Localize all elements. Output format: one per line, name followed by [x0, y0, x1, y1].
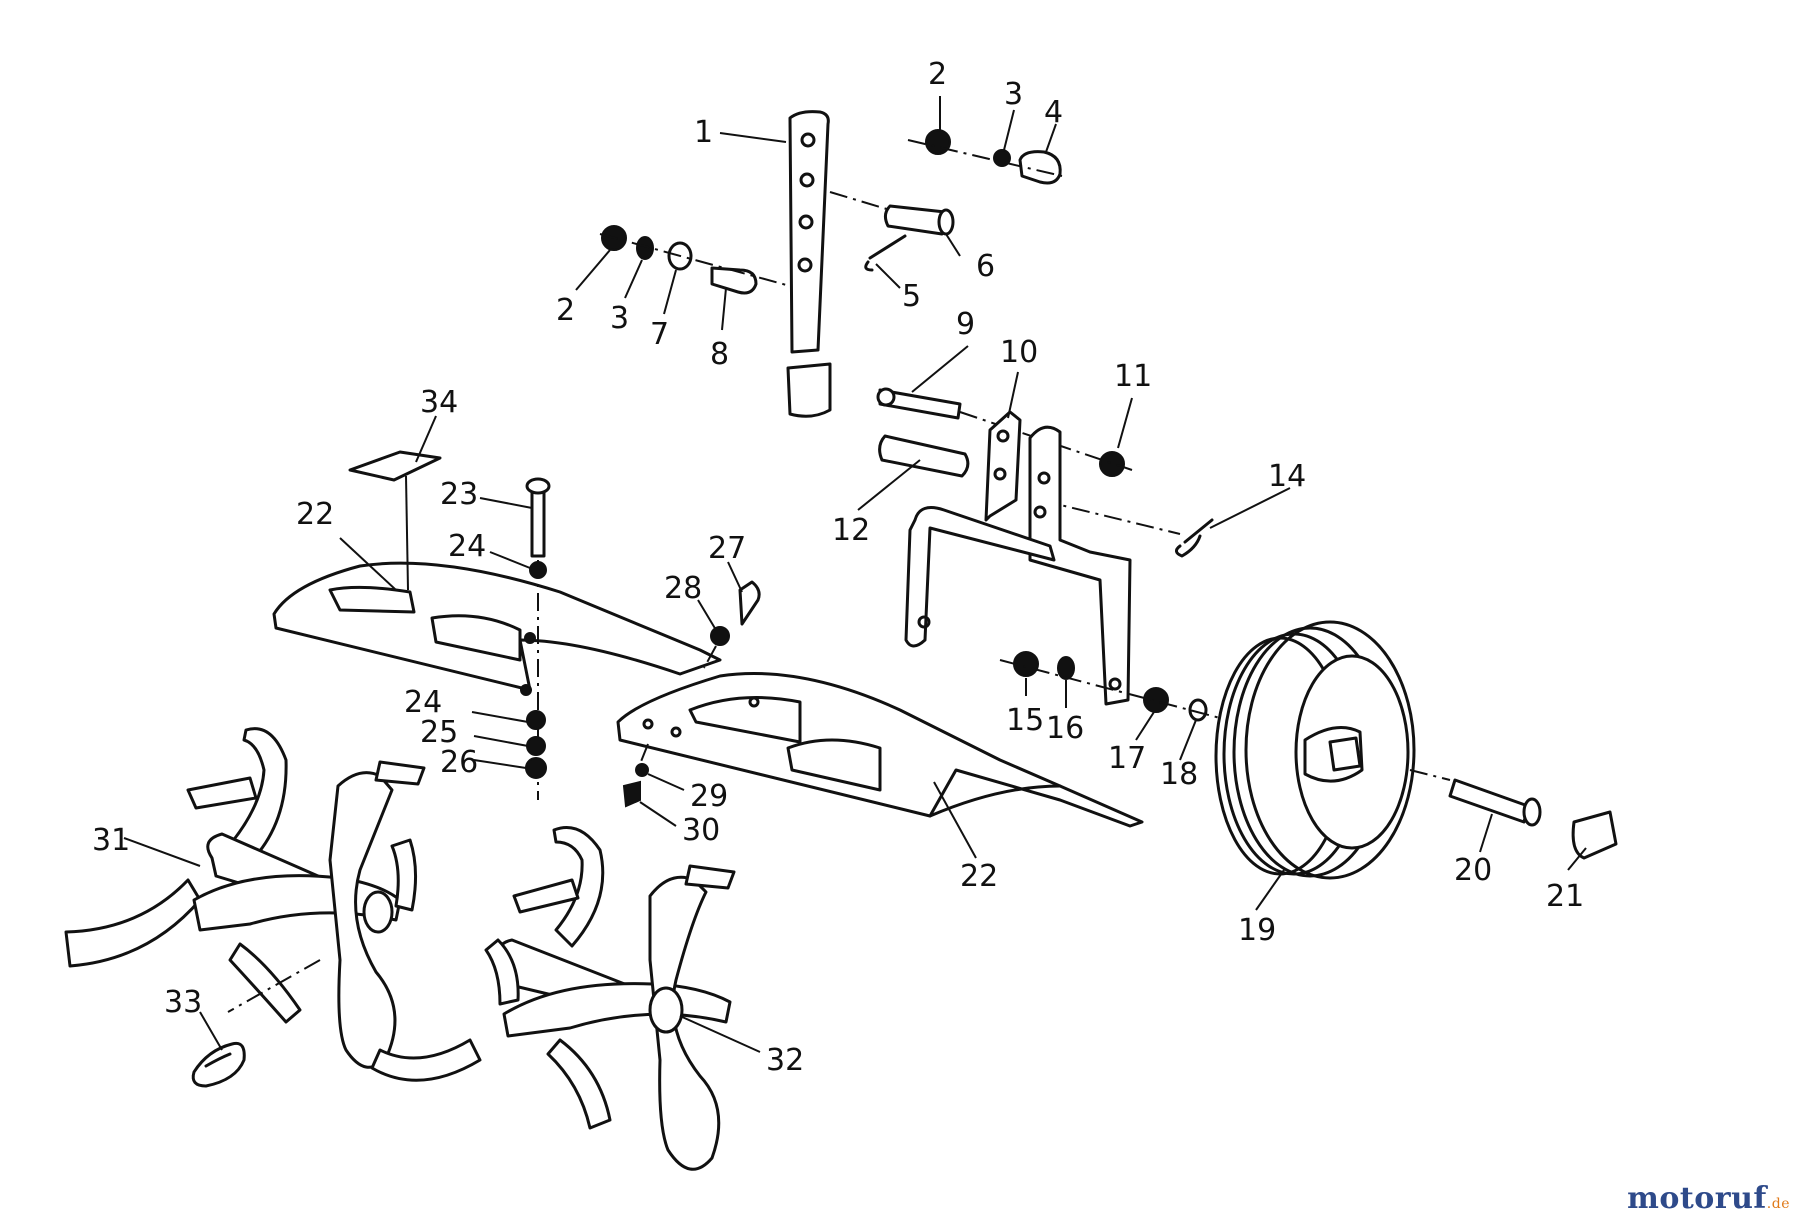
- label-3-top: 3: [1004, 77, 1023, 112]
- logo-brand-text: motoruf: [1627, 1181, 1767, 1216]
- label-32: 32: [766, 1043, 804, 1078]
- part-hardware-27-28: [703, 580, 761, 669]
- label-6: 6: [976, 249, 995, 284]
- label-2-top: 2: [928, 57, 947, 92]
- part-axle-bolt: [1409, 769, 1618, 860]
- part-bracket-assembly: [876, 387, 1214, 706]
- label-21: 21: [1546, 879, 1584, 914]
- label-29: 29: [690, 779, 728, 814]
- part-clip: [191, 1041, 246, 1088]
- part-numbers: 1 2 3 4 5 6 2 3 7 8 9 10 11 12 14 15 16 …: [92, 57, 1584, 1078]
- part-hardware-left: [599, 225, 791, 295]
- logo-suffix-text: .de: [1766, 1196, 1790, 1212]
- label-1: 1: [694, 115, 713, 150]
- label-17: 17: [1108, 741, 1146, 776]
- leader-lines: [123, 96, 1587, 1053]
- label-11: 11: [1114, 359, 1152, 394]
- label-14: 14: [1268, 459, 1306, 494]
- label-10: 10: [1000, 335, 1038, 370]
- label-19: 19: [1238, 913, 1276, 948]
- label-33: 33: [164, 985, 202, 1020]
- label-23: 23: [440, 477, 478, 512]
- label-2-left: 2: [556, 293, 575, 328]
- label-4: 4: [1044, 95, 1063, 130]
- label-25: 25: [420, 715, 458, 750]
- label-8: 8: [710, 337, 729, 372]
- label-9: 9: [956, 307, 975, 342]
- part-tine-shield: [272, 561, 1144, 828]
- part-adjustment-bar: [786, 110, 832, 418]
- label-5: 5: [902, 279, 921, 314]
- motoruf-logo: motoruf.de: [1627, 1181, 1790, 1216]
- label-15: 15: [1006, 703, 1044, 738]
- part-hardware-29-30: [622, 743, 649, 808]
- label-30: 30: [682, 813, 720, 848]
- part-tine-right: [370, 826, 736, 1171]
- label-3-left: 3: [610, 301, 629, 336]
- part-hardware-top: [907, 129, 1063, 185]
- label-26: 26: [440, 745, 478, 780]
- label-22-right: 22: [960, 859, 998, 894]
- label-27: 27: [708, 531, 746, 566]
- label-16: 16: [1046, 711, 1084, 746]
- label-31: 31: [92, 823, 130, 858]
- part-wheel-hardware: [999, 651, 1221, 722]
- part-sleeve-pin: [829, 191, 955, 272]
- part-label-plate: [348, 450, 442, 482]
- label-12: 12: [832, 513, 870, 548]
- label-24-top: 24: [448, 529, 486, 564]
- label-22-left: 22: [296, 497, 334, 532]
- label-18: 18: [1160, 757, 1198, 792]
- part-tine-left: [64, 727, 426, 1069]
- label-24-bottom: 24: [404, 685, 442, 720]
- part-wheel: [1214, 620, 1416, 880]
- label-7: 7: [650, 317, 669, 352]
- part-bolt-stack: [520, 477, 551, 800]
- label-20: 20: [1454, 853, 1492, 888]
- label-28: 28: [664, 571, 702, 606]
- label-34: 34: [420, 385, 458, 420]
